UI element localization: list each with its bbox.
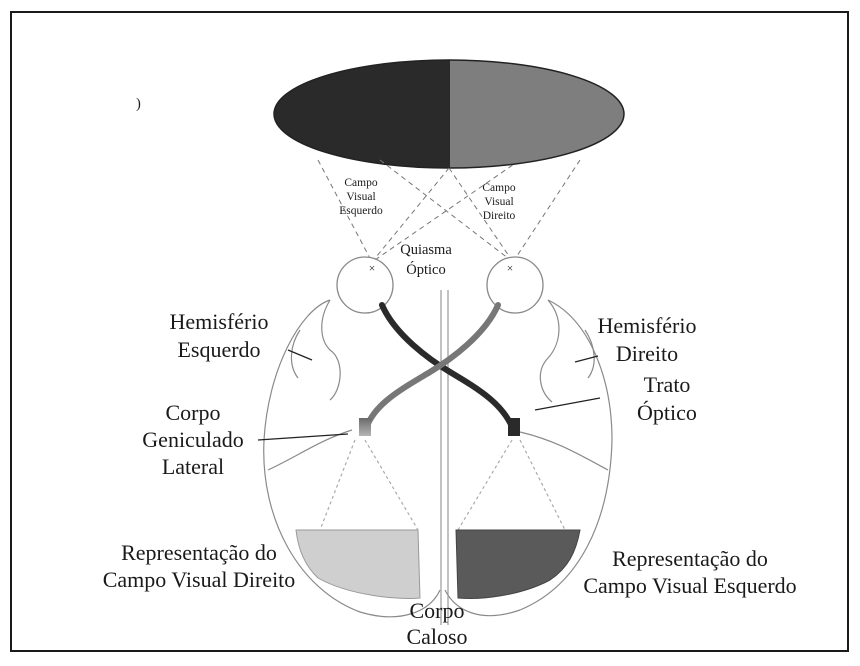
svg-text:Hemisfério: Hemisfério <box>170 309 269 334</box>
right-representation-label: Representação do Campo Visual Esquerdo <box>583 546 796 598</box>
left-hemisphere-label: Hemisfério Esquerdo <box>170 309 269 362</box>
svg-text:Corpo: Corpo <box>166 400 221 425</box>
right-lgn <box>508 418 520 436</box>
left-lgn <box>359 418 371 436</box>
lgn-label: Corpo Geniculado Lateral <box>142 400 243 479</box>
svg-text:Hemisfério: Hemisfério <box>598 313 697 338</box>
svg-text:Esquerdo: Esquerdo <box>177 337 260 362</box>
svg-text:×: × <box>369 263 376 275</box>
svg-text:Representação do: Representação do <box>612 546 768 571</box>
right-cortex-representation <box>456 530 580 598</box>
svg-text:Óptico: Óptico <box>406 261 445 278</box>
svg-text:Direito: Direito <box>616 341 678 366</box>
svg-text:Campo Visual Direito: Campo Visual Direito <box>103 567 296 592</box>
corpus-callosum-label: Corpo Caloso <box>406 598 467 649</box>
visual-field-ellipse <box>270 55 630 175</box>
svg-text:Campo Visual Esquerdo: Campo Visual Esquerdo <box>583 573 796 598</box>
svg-text:Visual: Visual <box>346 191 375 203</box>
left-visual-field <box>270 55 450 175</box>
right-visual-field <box>450 55 630 175</box>
svg-text:Campo: Campo <box>482 182 515 194</box>
svg-text:Quiasma: Quiasma <box>400 242 452 258</box>
svg-text:Campo: Campo <box>344 177 377 189</box>
svg-text:Corpo: Corpo <box>410 598 465 623</box>
svg-text:Esquerdo: Esquerdo <box>339 205 383 217</box>
svg-text:×: × <box>507 263 514 275</box>
svg-text:Óptico: Óptico <box>637 400 697 425</box>
svg-text:Representação do: Representação do <box>121 540 277 565</box>
stray-mark: ) <box>136 96 141 112</box>
svg-text:Geniculado: Geniculado <box>142 427 243 452</box>
optic-tract-label: Trato Óptico <box>637 372 697 425</box>
leader-lines <box>258 350 600 440</box>
left-cortex-representation <box>296 530 420 598</box>
right-field-label: Campo Visual Direito <box>482 182 515 222</box>
optic-pathways <box>365 305 514 432</box>
svg-text:Direito: Direito <box>483 210 516 222</box>
left-representation-label: Representação do Campo Visual Direito <box>103 540 296 592</box>
right-hemisphere-label: Hemisfério Direito <box>598 313 697 366</box>
svg-text:Trato: Trato <box>644 372 691 397</box>
svg-text:Caloso: Caloso <box>406 624 467 649</box>
svg-text:Lateral: Lateral <box>162 454 224 479</box>
left-field-label: Campo Visual Esquerdo <box>339 177 383 217</box>
chiasm-label: Quiasma Óptico <box>400 242 452 278</box>
svg-text:Visual: Visual <box>484 196 513 208</box>
